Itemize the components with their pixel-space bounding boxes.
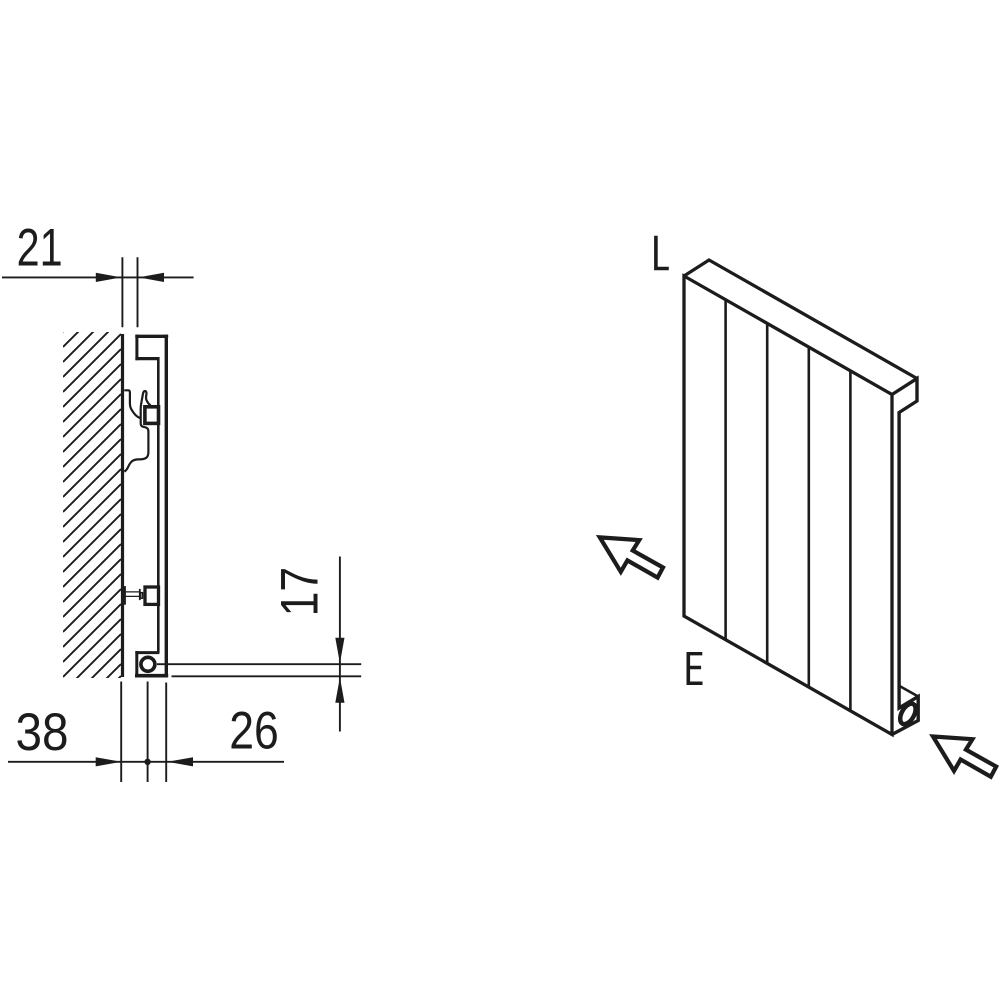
svg-text:26: 26 xyxy=(229,702,279,760)
svg-text:38: 38 xyxy=(15,702,68,762)
svg-text:17: 17 xyxy=(271,567,329,617)
svg-text:21: 21 xyxy=(17,219,63,278)
